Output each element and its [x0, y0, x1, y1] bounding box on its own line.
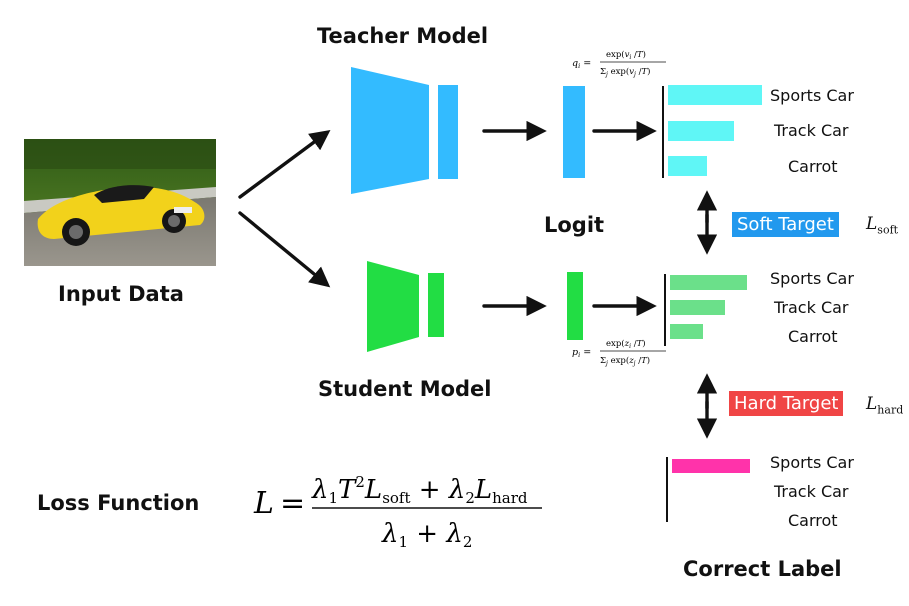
teacher-network: [351, 67, 458, 194]
student-class-label: Sports Car: [770, 269, 854, 288]
teacher-class-label: Carrot: [788, 157, 838, 176]
svg-text:=: =: [280, 486, 305, 521]
teacher-logit: [563, 86, 585, 178]
teacher-class-label: Sports Car: [770, 86, 854, 105]
teacher-class-label: Track Car: [774, 121, 849, 140]
student-class-label: Carrot: [788, 327, 838, 346]
input-data-label: Input Data: [58, 282, 184, 306]
probability-bar: [670, 324, 703, 339]
logit-label: Logit: [544, 213, 605, 237]
svg-text:qi =: qi =: [572, 58, 591, 70]
l-soft-symbol: Lsoft: [866, 214, 899, 237]
student-model-title: Student Model: [318, 377, 492, 401]
arrow-input-to-student: [238, 211, 331, 288]
student-softmax-formula: pi = exp(zi /T) Σj exp(zj /T): [572, 338, 666, 367]
student-class-label: Track Car: [774, 298, 849, 317]
svg-text:pi =: pi =: [572, 347, 591, 359]
soft-target-badge: Soft Target: [732, 212, 839, 237]
teacher-softmax-formula: qi = exp(vi /T) Σj exp(vj /T): [572, 49, 666, 78]
svg-text:λ1 + λ2: λ1 + λ2: [381, 519, 472, 551]
svg-text:Σj exp(vj /T): Σj exp(vj /T): [600, 66, 650, 78]
probability-bar: [668, 85, 762, 105]
hard-target-badge: Hard Target: [729, 391, 844, 416]
correct-class-label: Sports Car: [770, 453, 854, 472]
student-network: [367, 261, 444, 352]
correct-class-label: Track Car: [774, 482, 849, 501]
correct-label-title: Correct Label: [683, 557, 842, 581]
student-logit: [567, 272, 583, 340]
teacher-model-title: Teacher Model: [317, 24, 489, 48]
svg-text:exp(zi /T): exp(zi /T): [606, 338, 646, 350]
loss-formula: L = λ1T2Lsoft + λ2Lhard λ1 + λ2: [253, 473, 542, 551]
svg-text:L: L: [253, 486, 274, 521]
l-hard-symbol: Lhard: [866, 394, 904, 417]
arrow-input-to-teacher: [238, 129, 331, 199]
probability-bar: [670, 275, 747, 290]
probability-bar: [670, 300, 725, 315]
probability-bar: [672, 459, 750, 473]
svg-text:λ1T2Lsoft + λ2Lhard: λ1T2Lsoft + λ2Lhard: [311, 473, 528, 507]
input-image: [24, 139, 216, 266]
probability-bar: [668, 121, 734, 141]
svg-text:Σj exp(zj /T): Σj exp(zj /T): [600, 355, 650, 367]
loss-function-label: Loss Function: [37, 491, 200, 515]
svg-text:exp(vi /T): exp(vi /T): [606, 49, 646, 61]
correct-class-label: Carrot: [788, 511, 838, 530]
probability-bar: [668, 156, 707, 176]
